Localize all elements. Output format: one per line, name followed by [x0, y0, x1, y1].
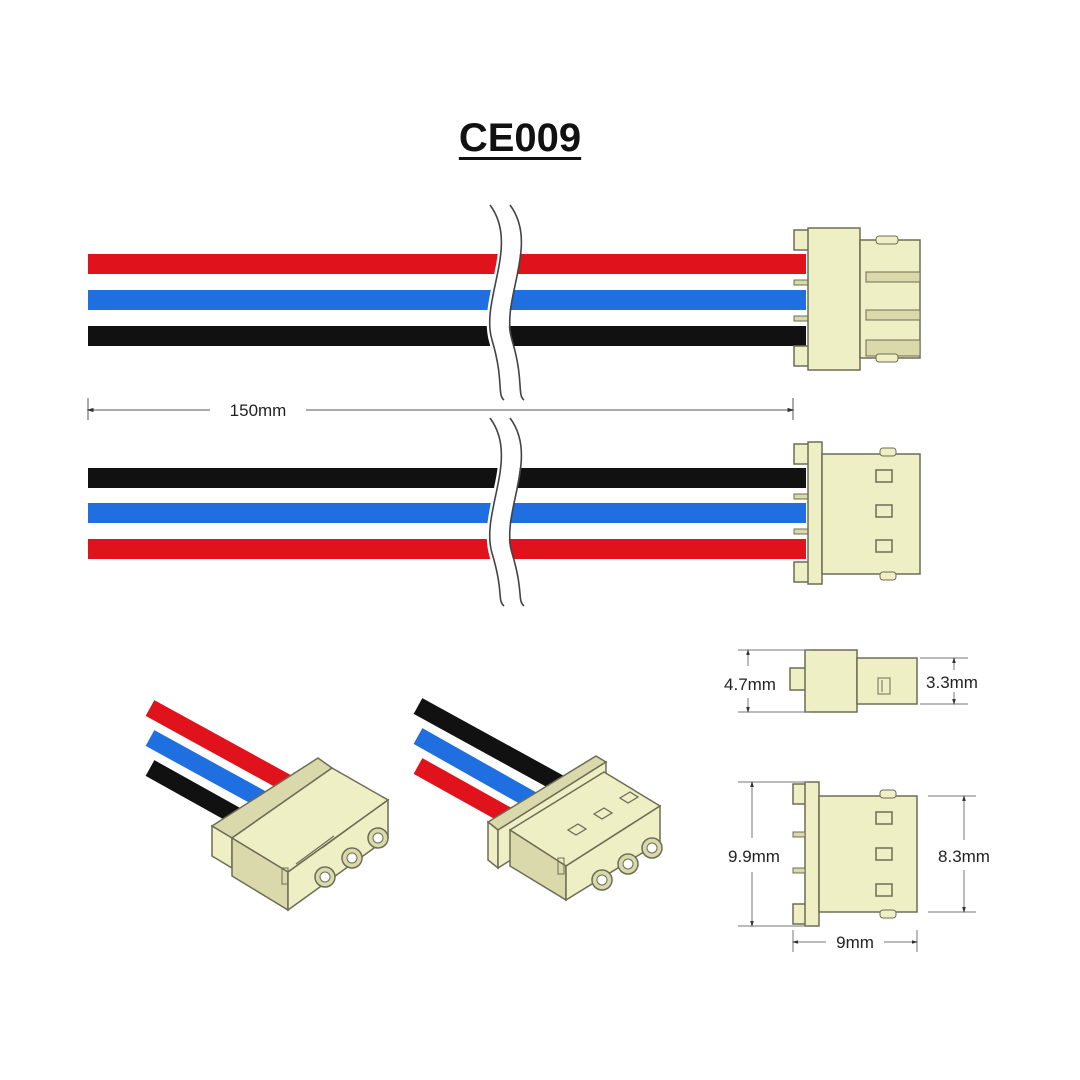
- front-width-label: 9mm: [836, 933, 874, 952]
- diagram-title: CE009: [458, 116, 582, 160]
- cable-break-mark-top: [486, 198, 521, 409]
- side-height-left-label: 4.7mm: [724, 675, 776, 694]
- cable-break-mark-bottom: [486, 411, 521, 615]
- black-wire-top: [88, 326, 806, 346]
- cable-length-label: 150mm: [230, 401, 287, 420]
- red-wire-bottom: [88, 539, 806, 559]
- connector-front-view: 9.9mm 8.3mm 9mm: [728, 781, 990, 952]
- front-height-right-label: 8.3mm: [938, 847, 990, 866]
- isometric-connector-left: [145, 700, 390, 912]
- isometric-connector-right: [413, 698, 663, 902]
- top-cable-assembly: [88, 198, 921, 409]
- black-wire-bottom: [88, 468, 806, 488]
- front-height-left-label: 9.9mm: [728, 847, 780, 866]
- connector-side-view: 4.7mm 3.3mm: [724, 649, 978, 713]
- bottom-cable-assembly: [88, 411, 921, 615]
- blue-wire-top: [88, 290, 806, 310]
- top-connector-housing: [793, 227, 921, 371]
- blue-wire-bottom: [88, 503, 806, 523]
- side-height-right-label: 3.3mm: [926, 673, 978, 692]
- red-wire-top: [88, 254, 806, 274]
- bottom-connector-housing: [793, 441, 921, 585]
- cable-length-dimension: 150mm: [86, 398, 795, 420]
